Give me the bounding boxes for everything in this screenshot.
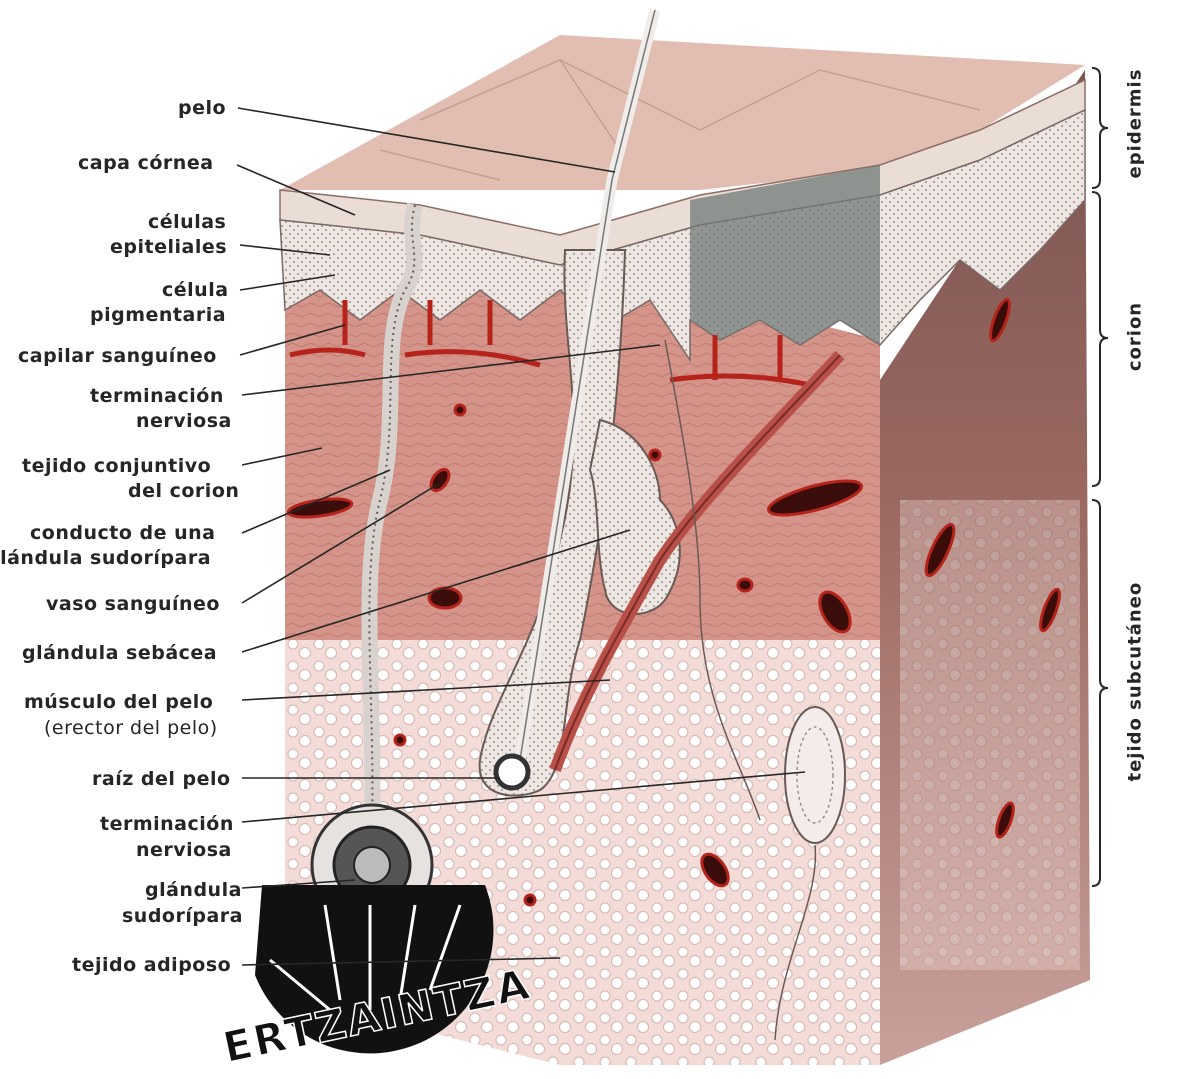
- label-glandula-sebacea: glándula sebácea: [22, 641, 217, 666]
- layer-braces: [1092, 68, 1108, 886]
- label-musculo-2: (erector del pelo): [44, 716, 218, 741]
- label-terminacion-nerviosa-2a: terminación: [100, 812, 234, 837]
- hair-root-bulb: [496, 756, 528, 788]
- layer-tejido-subcutaneo: tejido subcutáneo: [1125, 592, 1146, 782]
- label-musculo-1: músculo del pelo: [24, 690, 213, 715]
- label-capa-cornea: capa córnea: [78, 151, 214, 176]
- label-raiz-del-pelo: raíz del pelo: [92, 767, 231, 792]
- label-tejido-conjuntivo-2: del corion: [128, 479, 239, 504]
- label-celulas-epiteliales-2: epiteliales: [110, 235, 227, 260]
- label-terminacion-nerviosa-2b: nerviosa: [136, 838, 232, 863]
- label-celula-pigmentaria-2: pigmentaria: [90, 303, 226, 328]
- label-conducto-2: glándula sudorípara: [0, 546, 211, 571]
- label-celulas-epiteliales-1: células: [148, 210, 226, 235]
- label-glandula-sudoripara-1: glándula: [145, 878, 242, 903]
- label-tejido-adiposo: tejido adiposo: [72, 953, 231, 978]
- label-glandula-sudoripara-2: sudorípara: [122, 904, 243, 929]
- label-tejido-conjuntivo-1: tejido conjuntivo: [22, 454, 211, 479]
- label-pelo: pelo: [178, 96, 226, 121]
- label-vaso-sanguineo: vaso sanguíneo: [46, 592, 220, 617]
- layer-epidermis: epidermis: [1125, 64, 1146, 184]
- label-capilar-sanguineo: capilar sanguíneo: [18, 344, 217, 369]
- label-conducto-1: conducto de una: [30, 521, 215, 546]
- label-celula-pigmentaria-1: célula: [162, 278, 229, 303]
- label-terminacion-nerviosa-1a: terminación: [90, 384, 224, 409]
- layer-corion: corion: [1125, 287, 1146, 387]
- label-terminacion-nerviosa-1b: nerviosa: [136, 409, 232, 434]
